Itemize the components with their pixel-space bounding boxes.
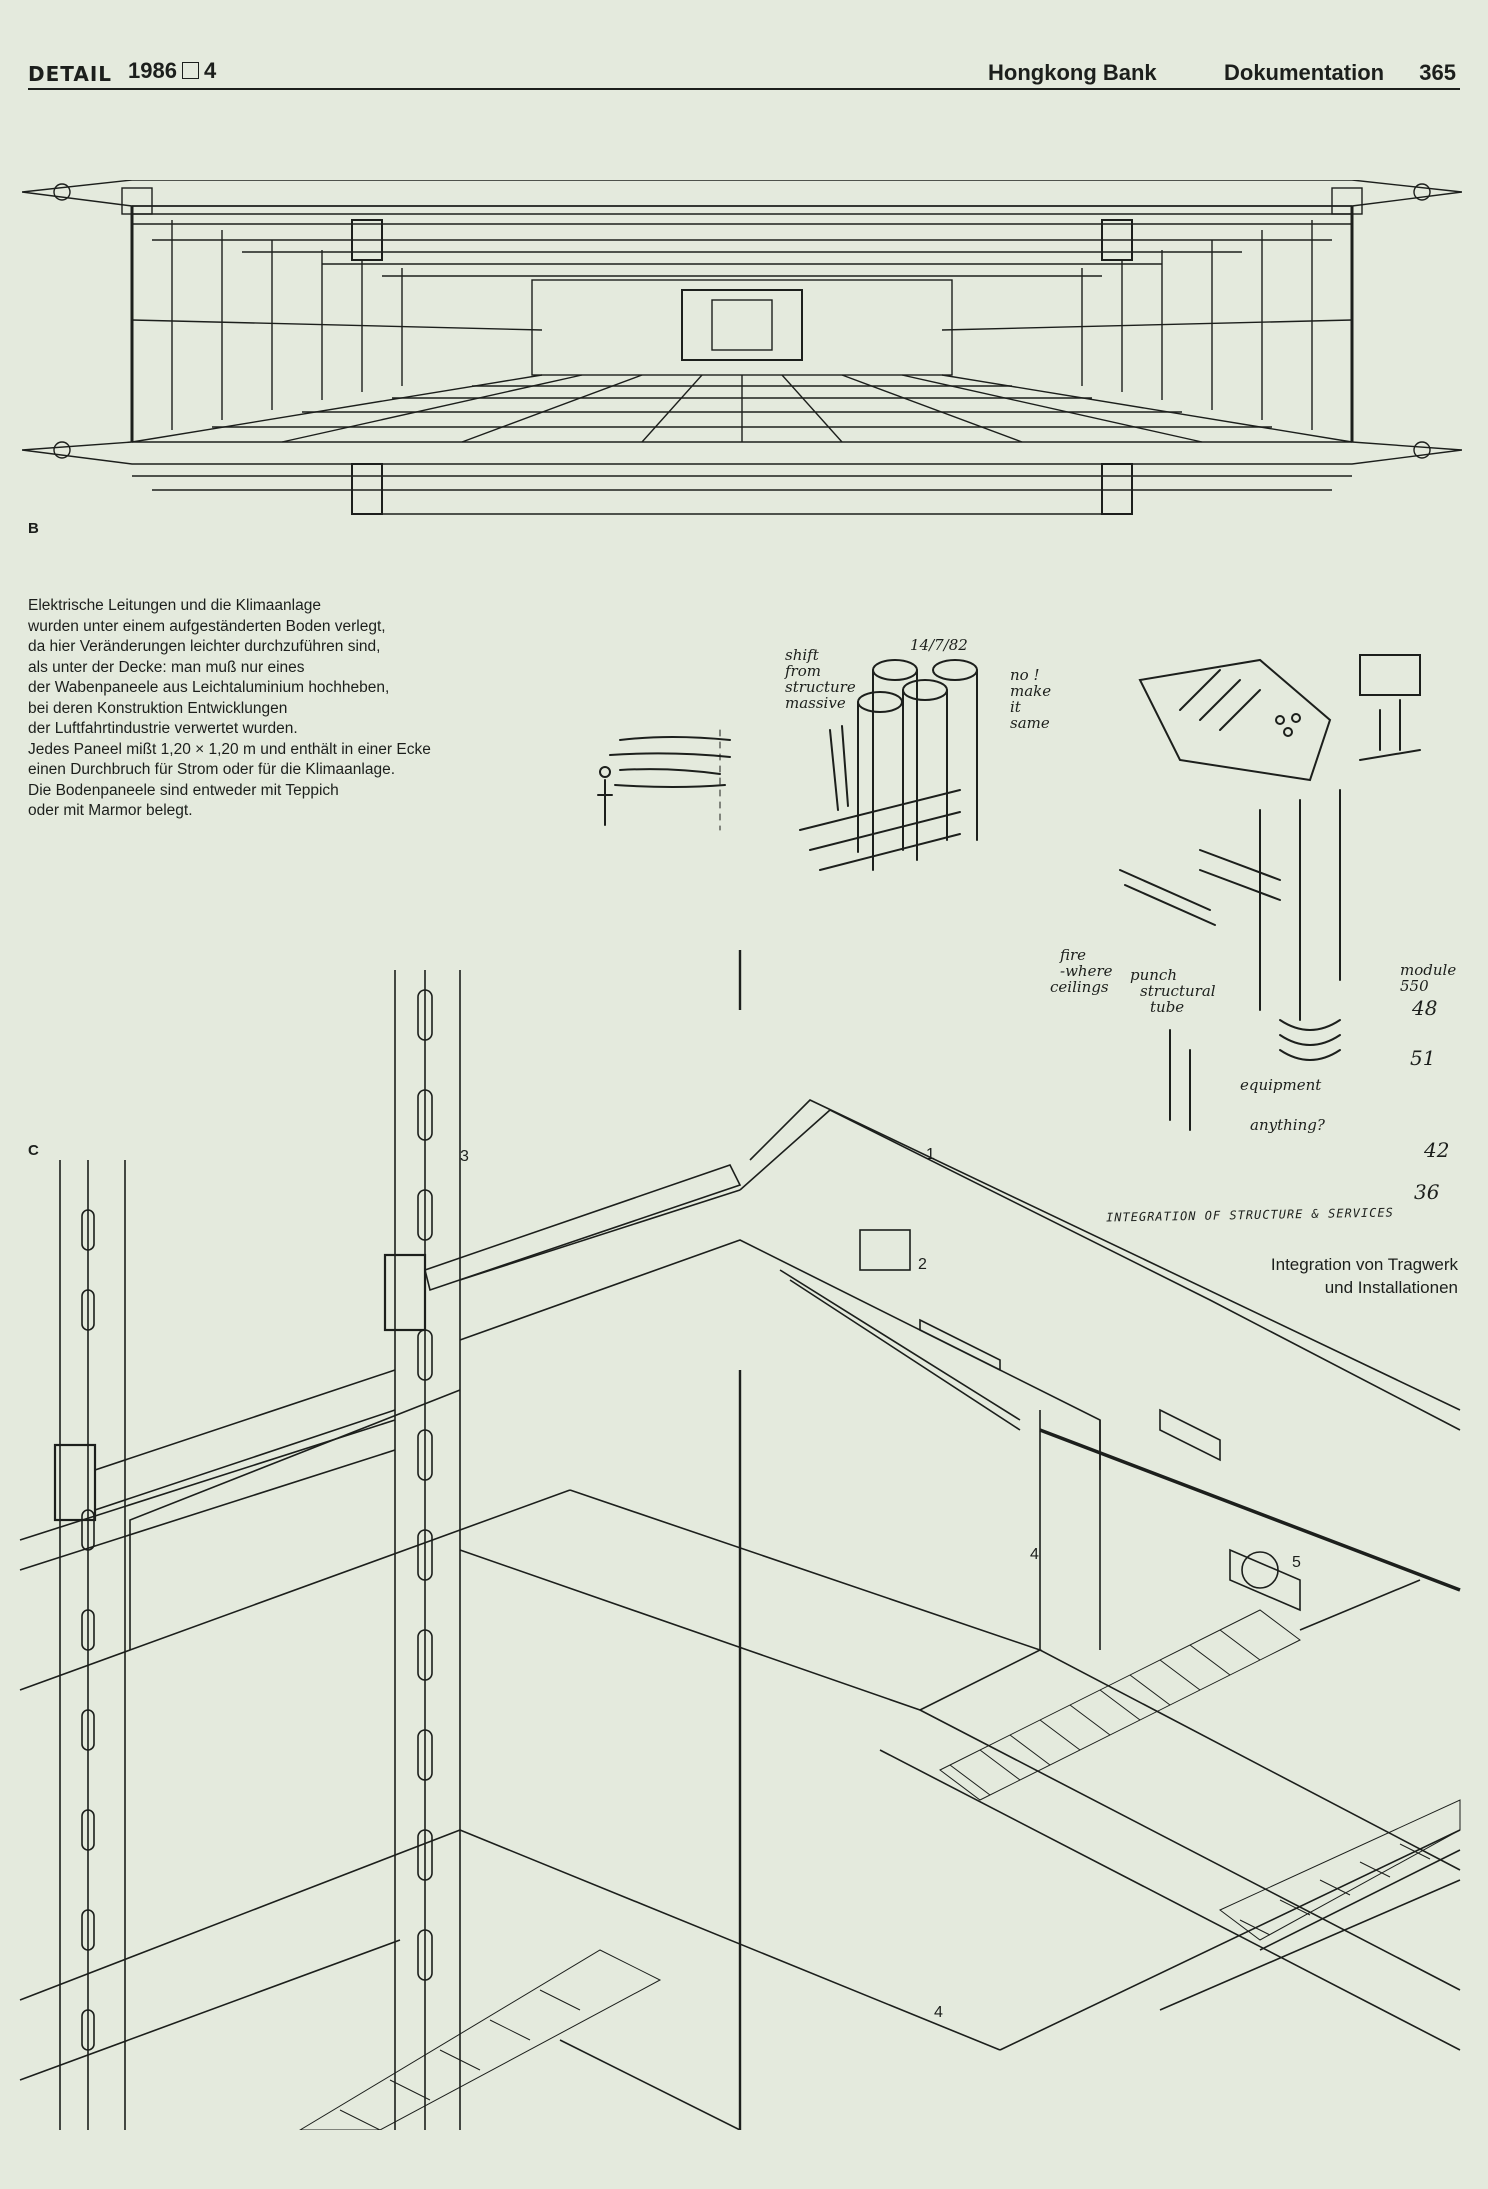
running-section: Dokumentation (1224, 60, 1385, 85)
svg-text:fire: fire (1059, 946, 1086, 964)
figure-caption: Integration von Tragwerk und Installatio… (1271, 1253, 1458, 1299)
body-text-line: Jedes Paneel mißt 1,20 × 1,20 m und enth… (28, 740, 431, 758)
svg-text:module: module (1400, 961, 1456, 979)
page-number: 365 (1419, 60, 1456, 85)
svg-text:-where: -where (1060, 962, 1113, 980)
sketch-number: 42 (1424, 1138, 1450, 1162)
svg-text:equipment: equipment (1240, 1076, 1322, 1094)
figure-b-perspective-section (22, 180, 1462, 515)
callout-3: 3 (460, 1148, 469, 1165)
callout-5: 5 (1292, 1554, 1301, 1571)
svg-text:make: make (1010, 682, 1051, 700)
body-text-line: oder mit Marmor belegt. (28, 802, 193, 819)
caption-line: Integration von Tragwerk (1270, 1255, 1458, 1274)
body-text-line: da hier Veränderungen leichter durchzufü… (28, 638, 381, 655)
page-header: DETAIL 1986 4 Hongkong Bank Dokumentation… (28, 52, 1460, 90)
journal-logo: DETAIL (28, 62, 113, 86)
callout-4: 4 (1030, 1546, 1039, 1563)
sketch-section-lines (597, 729, 731, 831)
callout-4-lower: 4 (934, 2004, 943, 2021)
hatched-openings (299, 1609, 1461, 2130)
callout-2: 2 (918, 1256, 927, 1273)
facade-grid (130, 206, 1354, 442)
svg-text:anything?: anything? (1250, 1116, 1326, 1134)
hand-sketch: shift from structure massive 14/7/82 no … (597, 636, 1456, 1134)
svg-text:structural: structural (1140, 982, 1216, 1000)
svg-text:ceilings: ceilings (1050, 978, 1109, 996)
body-text-line: der Wabenpaneele aus Leichtaluminium hoc… (28, 679, 390, 696)
issue-year: 1986 (128, 58, 177, 83)
svg-text:14/7/82: 14/7/82 (910, 636, 968, 654)
svg-text:same: same (1010, 714, 1050, 732)
service-ducts (779, 1229, 1461, 1631)
body-text-line: der Luftfahrtindustrie verwertet wurden. (28, 720, 298, 737)
callout-1: 1 (926, 1146, 935, 1163)
figure-c-label: C (28, 1142, 39, 1159)
svg-text:550: 550 (1400, 977, 1429, 995)
body-text-line: Elektrische Leitungen und die Klimaanlag… (28, 597, 321, 614)
svg-text:punch: punch (1130, 966, 1177, 984)
svg-text:tube: tube (1150, 998, 1184, 1016)
sketch-handwriting: shift from structure massive 14/7/82 no … (784, 636, 1456, 1134)
figure-c-axonometric-detail (19, 950, 1461, 2130)
columns (53, 970, 461, 2130)
beams-and-floor (19, 950, 1461, 2130)
running-topic: Hongkong Bank (988, 60, 1157, 85)
svg-text:it: it (1010, 698, 1022, 716)
issue-separator-box (181, 62, 199, 79)
body-text-line: Die Bodenpaneele sind entweder mit Teppi… (28, 781, 339, 799)
sketch-number: 51 (1410, 1046, 1436, 1070)
svg-text:no !: no ! (1010, 666, 1040, 684)
svg-text:from: from (784, 662, 821, 680)
body-text-line: wurden unter einem aufgeständerten Boden… (28, 617, 386, 635)
body-text-line: bei deren Konstruktion Entwicklungen (28, 699, 288, 717)
upper-truss (22, 180, 1462, 277)
caption-line: und Installationen (1324, 1278, 1458, 1297)
sketch-number: 48 (1412, 996, 1438, 1020)
svg-text:massive: massive (785, 694, 846, 712)
lower-truss (22, 441, 1462, 515)
figure-b-label: B (28, 520, 39, 537)
sketch-column-cluster (799, 659, 978, 871)
body-text-line: als unter der Decke: man muß nur eines (28, 658, 305, 676)
body-text: Elektrische Leitungen und die Klimaanlag… (28, 596, 548, 822)
sketch-number: 36 (1414, 1180, 1440, 1204)
body-text-line: einen Durchbruch für Strom oder für die … (28, 761, 396, 778)
issue-info: 1986 4 (128, 58, 216, 84)
svg-text:structure: structure (785, 678, 856, 696)
floor-grid (131, 279, 1353, 443)
svg-text:shift: shift (785, 646, 820, 664)
sketch-node-detail (1119, 654, 1421, 1131)
issue-number: 4 (203, 58, 217, 83)
